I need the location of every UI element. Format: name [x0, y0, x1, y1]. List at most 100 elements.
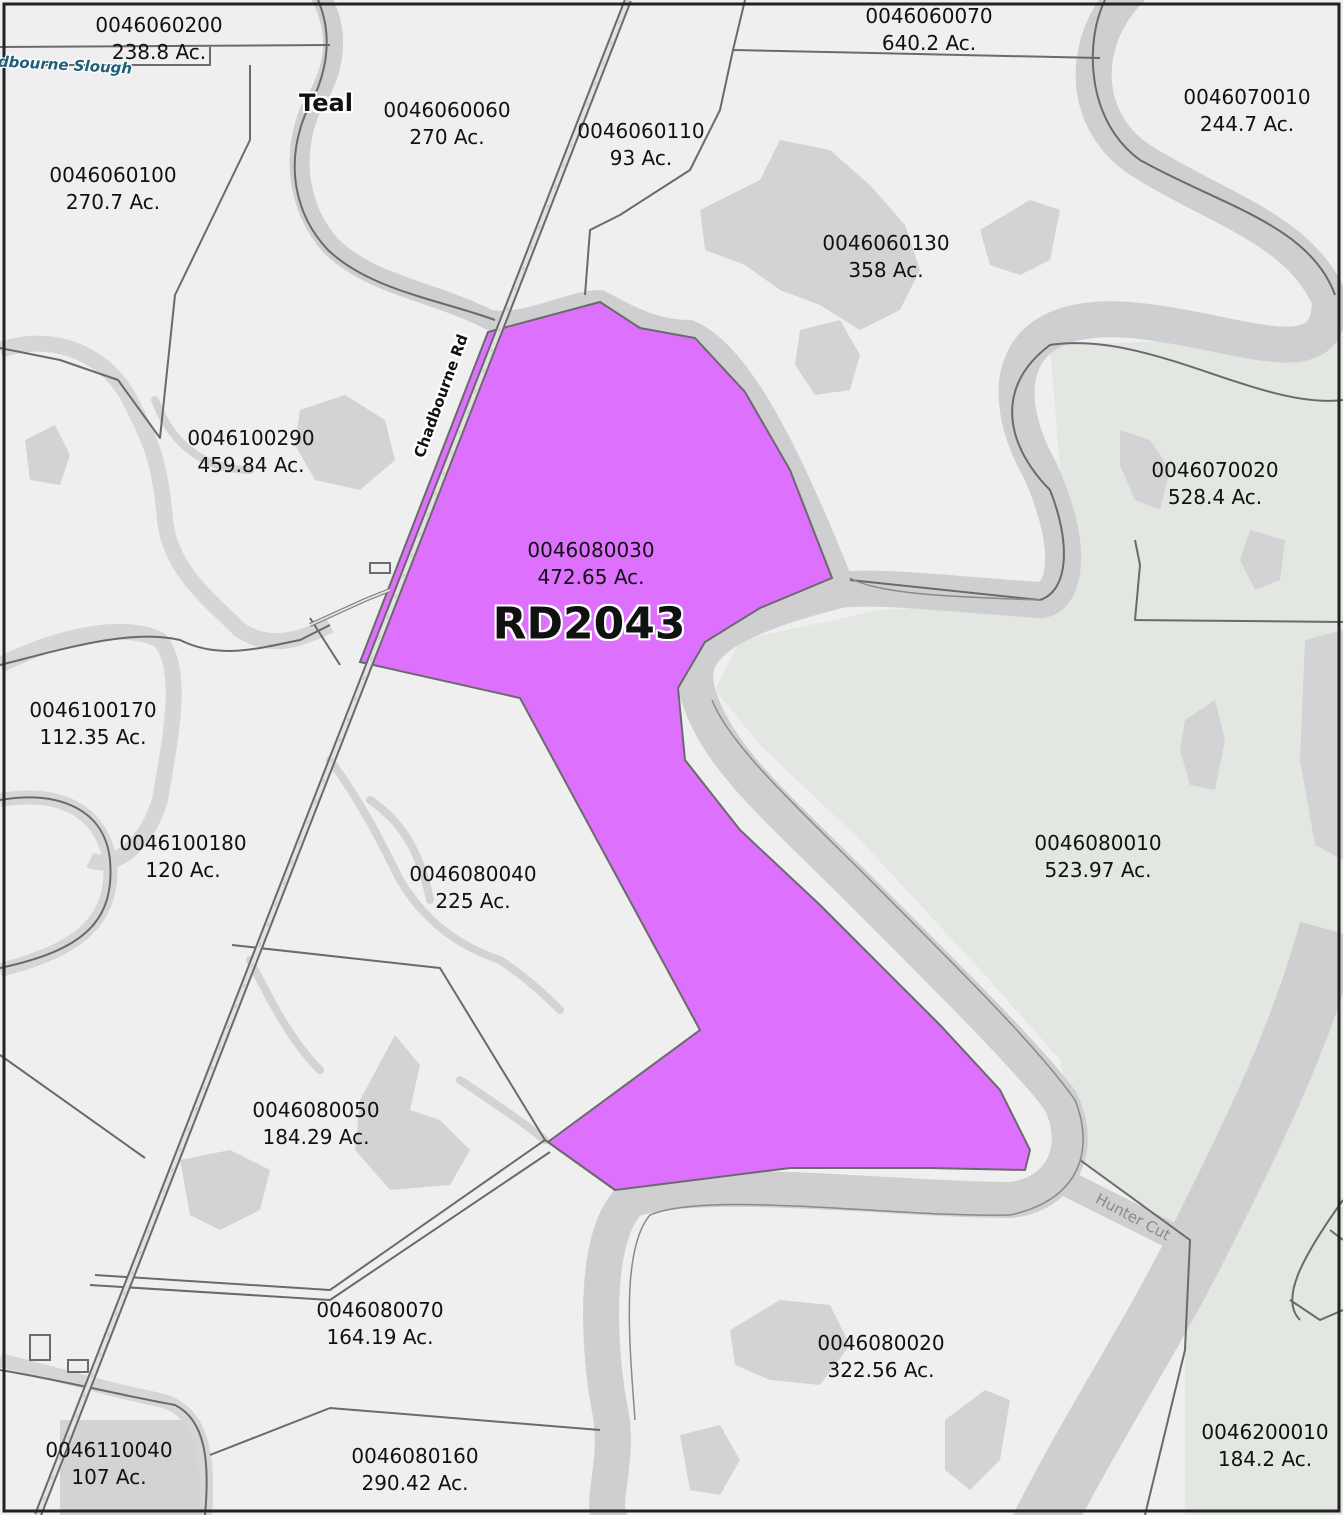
river-bank — [628, 699, 1084, 1421]
creek — [456, 1076, 549, 1144]
parcel-id: 0046200010 — [1201, 1420, 1329, 1444]
parcel-acres: 459.84 Ac. — [197, 453, 305, 477]
parcel-acres: 164.19 Ac. — [326, 1325, 434, 1349]
parcel-line — [0, 47, 211, 66]
slough-channel — [289, 0, 850, 579]
parcel-acres: 184.29 Ac. — [262, 1125, 370, 1149]
parcel-label[interactable]: 0046080010 523.97 Ac. — [1034, 830, 1161, 884]
place-label-teal: Teal — [299, 89, 353, 117]
road-fill — [36, 0, 630, 1515]
parcel-label[interactable]: 0046060200 238.8 Ac. — [95, 12, 222, 66]
creeks — [151, 396, 564, 1144]
parcel-line — [1134, 539, 1343, 623]
parcel-acres: 290.42 Ac. — [361, 1471, 469, 1495]
parcel-line — [0, 44, 331, 48]
parcel-id: 0046060200 — [95, 13, 223, 37]
river-bank — [849, 577, 1041, 601]
parcel-label[interactable]: 0046100180 120 Ac. — [119, 830, 246, 884]
pond — [1300, 630, 1343, 860]
parcel-id: 0046100290 — [187, 426, 315, 450]
ponds — [25, 140, 1343, 1515]
parcel-acres: 472.65 Ac. — [537, 565, 645, 589]
parcel-acres: 238.8 Ac. — [111, 40, 207, 64]
pond — [180, 1150, 270, 1230]
parcel-label[interactable]: 0046110040 107 Ac. — [45, 1437, 172, 1491]
parcel-line — [584, 49, 734, 296]
parcel-line — [1079, 1159, 1191, 1515]
parcel-line — [0, 65, 251, 439]
creek — [246, 956, 324, 1074]
parcel-id: 0046100170 — [29, 698, 157, 722]
pond — [680, 1425, 740, 1495]
parcel-acres: 523.97 Ac. — [1044, 858, 1152, 882]
parcel-label[interactable]: 0046080040 225 Ac. — [409, 861, 536, 915]
parcel-line — [849, 579, 1041, 601]
parcel-line — [209, 1407, 601, 1456]
river-channel — [583, 0, 1343, 1515]
parcel-acres: 358 Ac. — [848, 258, 924, 282]
parcel-id: 0046100180 — [119, 831, 247, 855]
parcel-label[interactable]: 0046100170 112.35 Ac. — [29, 697, 156, 751]
parcel-id: 0046110040 — [45, 1438, 173, 1462]
parcel-line — [0, 624, 331, 666]
access-road — [309, 589, 391, 626]
pond — [1180, 700, 1225, 790]
parcel-line — [293, 0, 496, 321]
parcel-id: 0046080040 — [409, 862, 537, 886]
parcel-label[interactable]: 0046080070 164.19 Ac. — [316, 1297, 443, 1351]
parcel-line — [0, 796, 112, 969]
parcel-line — [0, 1369, 208, 1515]
parcel-acres: 640.2 Ac. — [881, 31, 977, 55]
parcel-label[interactable]: 0046070020 528.4 Ac. — [1151, 457, 1278, 511]
district-label: RD2043 — [492, 598, 686, 650]
parcel-acres: 322.56 Ac. — [827, 1358, 935, 1382]
parcel-id: 0046070010 — [1183, 85, 1311, 109]
pond — [295, 395, 395, 490]
parcel-label[interactable]: 0046060060 270 Ac. — [383, 97, 510, 151]
parcel-id: 0046070020 — [1151, 458, 1279, 482]
parcel-id: 0046060060 — [383, 98, 511, 122]
pond — [980, 200, 1060, 275]
structure — [369, 562, 391, 574]
pond — [60, 1420, 205, 1515]
parcel-acres: 112.35 Ac. — [39, 725, 147, 749]
chadbourne-road — [34, 0, 632, 1515]
pond — [25, 425, 70, 485]
parcel-id: 0046080160 — [351, 1444, 479, 1468]
hunter-cut-channel — [1054, 1168, 1196, 1257]
parcel-label[interactable]: 0046080160 290.42 Ac. — [351, 1443, 478, 1497]
west-drain — [0, 623, 182, 871]
parcel-id: 0046080010 — [1034, 831, 1162, 855]
parcel-line — [89, 1151, 551, 1301]
parcel-id: 0046060110 — [577, 119, 705, 143]
pond — [945, 1390, 1010, 1490]
parcel-line — [1291, 1199, 1343, 1321]
pond — [795, 320, 860, 395]
parcel-label[interactable]: 0046200010 184.2 Ac. — [1201, 1419, 1328, 1473]
parcel-label[interactable]: 0046100290 459.84 Ac. — [187, 425, 314, 479]
parcel-acres: 225 Ac. — [435, 889, 511, 913]
parcel-id: 0046060070 — [865, 4, 993, 28]
parcel-id: 0046060100 — [49, 163, 177, 187]
parcel-line — [1091, 0, 1336, 296]
parcel-acres: 528.4 Ac. — [1167, 485, 1263, 509]
parcel-acres: 270 Ac. — [409, 125, 485, 149]
parcel-line — [1289, 1299, 1343, 1321]
parcel-label[interactable]: 0046060070 640.2 Ac. — [865, 3, 992, 57]
parcel-line — [0, 1054, 146, 1159]
river-channel-east — [1012, 921, 1343, 1515]
parcel-acres: 184.2 Ac. — [1217, 1447, 1313, 1471]
parcel-id: 0046080070 — [316, 1298, 444, 1322]
parcel-acres: 120 Ac. — [145, 858, 221, 882]
parcel-acres: 107 Ac. — [71, 1465, 147, 1489]
